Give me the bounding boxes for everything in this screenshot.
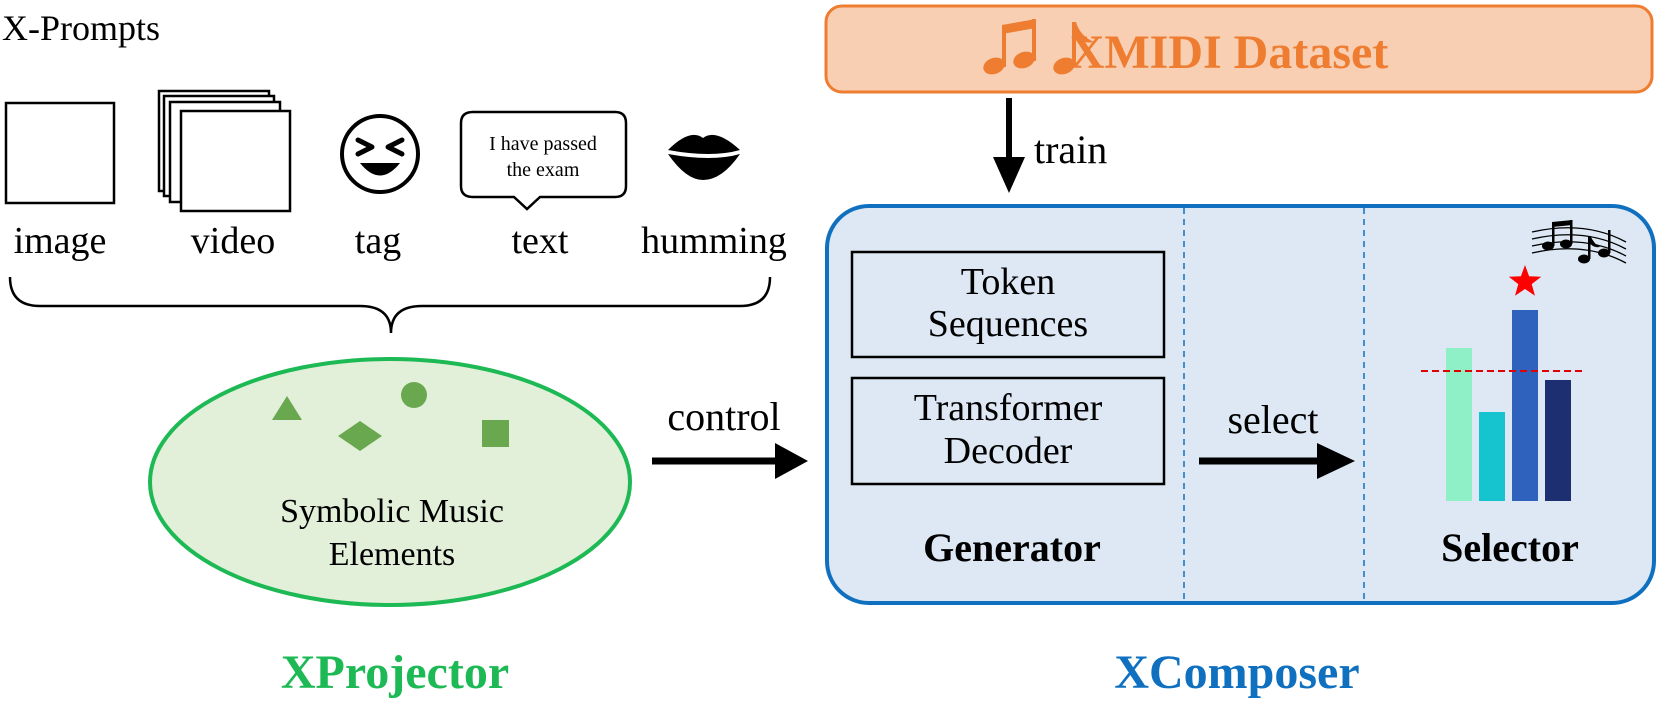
selector-bars (1446, 310, 1571, 501)
selector-bar-2 (1479, 412, 1505, 501)
select-label: select (1227, 397, 1318, 442)
select-arrow (1199, 443, 1355, 479)
transformer-decoder-box (850, 376, 1166, 486)
ellipse-text-line-1: Symbolic Music (280, 493, 504, 530)
laughing-face-icon (340, 114, 420, 194)
image-icon (4, 101, 116, 205)
dataset-label: XMIDI Dataset (1070, 26, 1389, 79)
diamond-icon (338, 421, 382, 451)
prompt-label-image: image (14, 220, 107, 262)
video-icon (157, 89, 292, 213)
selector-title: Selector (1441, 525, 1579, 570)
token-sequences-line-1: Token (961, 261, 1055, 303)
token-sequences-line-2: Sequences (928, 303, 1088, 345)
train-label: train (1034, 127, 1107, 172)
lips-icon (668, 134, 740, 180)
square-icon (482, 420, 509, 447)
speech-bubble-icon: I have passed the exam (459, 110, 628, 211)
music-notes-icon (983, 19, 1094, 75)
triangle-icon (272, 396, 302, 420)
ellipse-text-line-2: Elements (329, 536, 456, 573)
bubble-text-line-2: the exam (507, 159, 580, 181)
composer-name: XComposer (1114, 646, 1359, 699)
control-arrow (652, 443, 808, 479)
transformer-decoder-line-1: Transformer (914, 387, 1103, 429)
prompts-title: X-Prompts (2, 8, 160, 48)
generator-title: Generator (923, 525, 1101, 570)
projector-name: XProjector (281, 646, 509, 699)
prompts-brace (8, 276, 772, 334)
transformer-decoder-line-2: Decoder (944, 430, 1073, 472)
bubble-text-line-1: I have passed (489, 133, 597, 155)
token-sequences-box (850, 250, 1166, 359)
star-icon (1508, 265, 1542, 296)
selector-bar-3 (1512, 310, 1538, 501)
music-staff-icon (1531, 220, 1627, 264)
prompt-label-video: video (191, 220, 275, 262)
train-arrow (993, 98, 1025, 193)
control-label: control (667, 394, 780, 439)
selector-bar-1 (1446, 348, 1472, 501)
prompt-label-humming: humming (641, 220, 787, 262)
circle-icon (401, 382, 427, 408)
prompt-label-text: text (512, 220, 569, 262)
prompt-label-tag: tag (355, 220, 401, 262)
selector-bar-4 (1545, 380, 1571, 501)
projector-ellipse (148, 357, 632, 607)
